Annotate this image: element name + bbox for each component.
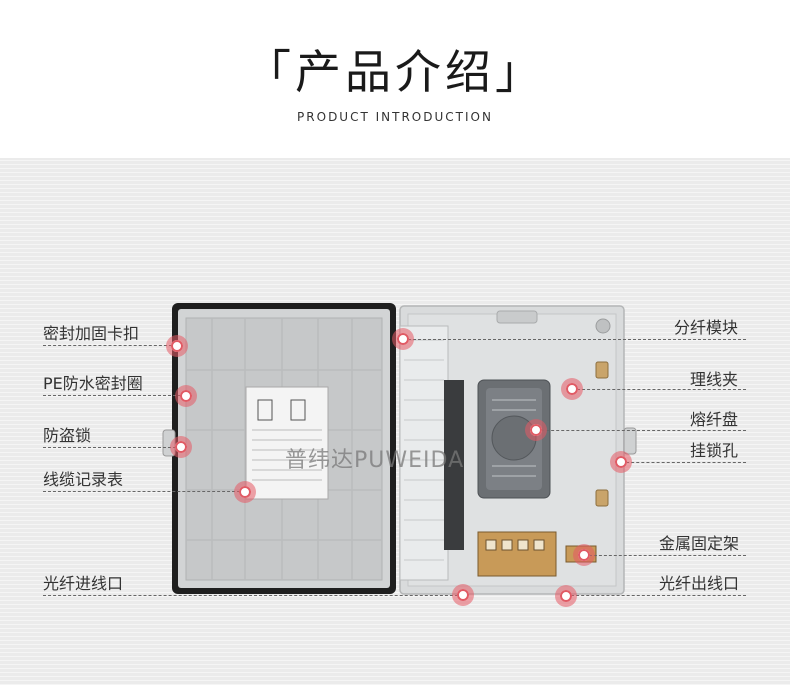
callout-label-pe-seal: PE防水密封圈: [43, 374, 143, 393]
callout-label-anti-theft-lock: 防盗锁: [43, 426, 92, 445]
callout-line-metal-bracket: [584, 555, 746, 556]
callout-line-cable-inlet: [43, 595, 463, 596]
callout-dot-metal-bracket[interactable]: [573, 544, 595, 566]
callout-label-cable-inlet: 光纤进线口: [43, 574, 124, 593]
box-door: [162, 303, 396, 594]
callout-label-cable-clip: 理线夹: [690, 370, 739, 389]
page-title: 「产品介绍」: [245, 45, 545, 99]
callout-dot-seal-strip[interactable]: [166, 335, 188, 357]
callout-dot-cable-inlet[interactable]: [452, 584, 474, 606]
callout-line-lock-hole: [621, 462, 746, 463]
box-body: [399, 305, 637, 595]
callout-dot-anti-theft-lock[interactable]: [170, 436, 192, 458]
callout-line-cable-record: [43, 491, 245, 492]
callout-dot-splitter-module[interactable]: [392, 328, 414, 350]
header: 「产品介绍」 PRODUCT INTRODUCTION: [0, 0, 790, 158]
callout-line-pe-seal: [43, 395, 186, 396]
callout-dot-pe-seal[interactable]: [175, 385, 197, 407]
callout-dot-lock-hole[interactable]: [610, 451, 632, 473]
page-subtitle: PRODUCT INTRODUCTION: [297, 110, 493, 124]
product-stage: [0, 158, 790, 685]
callout-label-seal-strip: 密封加固卡扣: [43, 324, 140, 343]
callout-line-anti-theft-lock: [43, 447, 181, 448]
callout-line-seal-strip: [43, 345, 177, 346]
callout-label-splitter-module: 分纤模块: [674, 318, 739, 337]
callout-label-lock-hole: 挂锁孔: [690, 441, 739, 460]
callout-label-metal-bracket: 金属固定架: [659, 534, 740, 553]
watermark: 普纬达PUWEIDA: [285, 448, 465, 473]
callout-dot-cable-outlet[interactable]: [555, 585, 577, 607]
callout-dot-cable-record[interactable]: [234, 481, 256, 503]
callout-dot-cable-clip[interactable]: [561, 378, 583, 400]
callout-line-splitter-module: [403, 339, 746, 340]
callout-label-cable-record: 线缆记录表: [43, 470, 124, 489]
callout-line-cable-clip: [572, 389, 746, 390]
callout-line-cable-outlet: [566, 595, 746, 596]
callout-line-splice-tray: [536, 430, 746, 431]
callout-label-splice-tray: 熔纤盘: [690, 410, 739, 429]
callout-dot-splice-tray[interactable]: [525, 419, 547, 441]
callout-label-cable-outlet: 光纤出线口: [659, 574, 740, 593]
